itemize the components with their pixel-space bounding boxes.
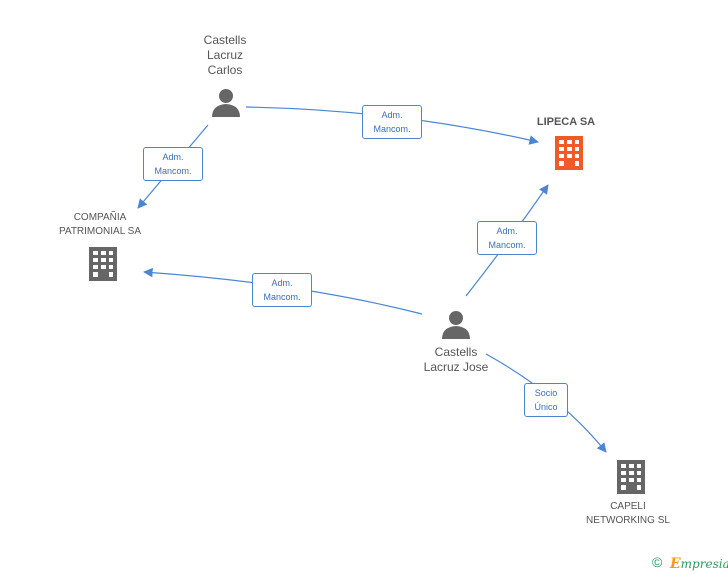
brand-rest: mpresia xyxy=(680,557,728,571)
node-label-compania: COMPAÑIA PATRIMONIAL SA xyxy=(58,212,142,237)
edge-label-line2: Único xyxy=(534,402,558,412)
edge-label-jose-lipeca[interactable]: Adm. Mancom. xyxy=(477,221,537,255)
building-icon[interactable] xyxy=(615,460,647,494)
edge-label-jose-capeli[interactable]: Socio Único xyxy=(524,383,568,417)
node-label-capeli: CAPELI NETWORKING SL xyxy=(586,501,670,526)
edge-label-line2: Mancom. xyxy=(263,292,301,302)
edge-label-jose-compania[interactable]: Adm. Mancom. xyxy=(252,273,312,307)
person-icon[interactable] xyxy=(210,88,242,118)
brand-logo: Empresia xyxy=(670,556,728,572)
building-icon[interactable] xyxy=(87,247,119,281)
person-icon[interactable] xyxy=(440,310,472,340)
brand-first-letter: E xyxy=(670,556,681,572)
edge-label-line1: Adm. xyxy=(381,110,403,120)
edge-label-line1: Adm. xyxy=(271,278,293,288)
edge-label-line2: Mancom. xyxy=(154,166,192,176)
edge-label-line1: Adm. xyxy=(496,226,518,236)
edge-label-line1: Socio xyxy=(534,388,558,398)
edge-label-line2: Mancom. xyxy=(488,240,526,250)
node-label-jose: Castells Lacruz Jose xyxy=(423,345,489,374)
edge-label-line1: Adm. xyxy=(162,152,184,162)
copyright-icon: © xyxy=(652,554,663,570)
node-label-lipeca: LIPECA SA xyxy=(536,116,596,128)
edge-label-carlos-compania[interactable]: Adm. Mancom. xyxy=(143,147,203,181)
node-label-carlos: Castells Lacruz Carlos xyxy=(203,33,247,77)
edge-label-line2: Mancom. xyxy=(373,124,411,134)
building-icon[interactable] xyxy=(553,136,585,170)
edge-label-carlos-lipeca[interactable]: Adm. Mancom. xyxy=(362,105,422,139)
